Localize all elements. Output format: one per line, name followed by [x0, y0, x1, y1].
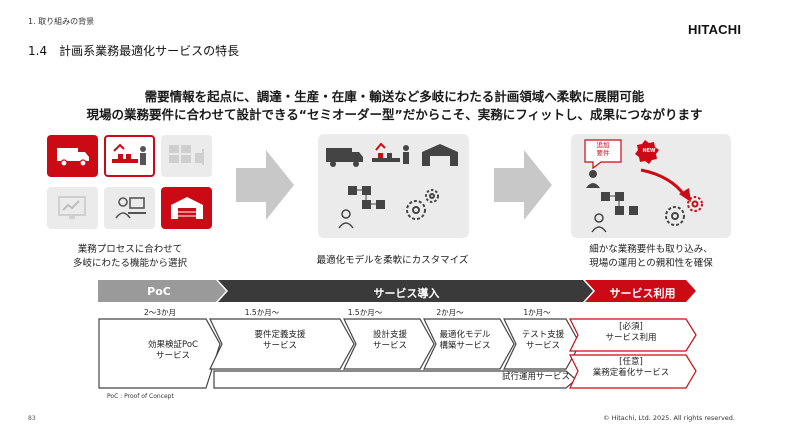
poc-footnote: PoC : Proof of Concept	[107, 393, 174, 400]
stage-required-shape	[569, 318, 697, 352]
phase-use-shape	[585, 280, 696, 302]
additional-requirement-line-1: 追加	[596, 141, 610, 149]
flowchart-icon	[348, 186, 385, 209]
flowchart-icon	[601, 192, 638, 215]
model-icons	[326, 142, 458, 229]
stage-test-shape	[503, 318, 581, 370]
gears-icon	[665, 196, 703, 226]
middle-caption: 最適化モデルを柔軟にカスタマイズ	[316, 255, 469, 266]
right-caption: 細かな業務要件も取り込み、 現場の運用との親和性を確保	[551, 243, 751, 271]
stage-poc: 効果検証PoC サービス	[128, 340, 218, 363]
new-badge-icon	[635, 140, 659, 164]
truck-icon	[326, 148, 363, 167]
person-icon	[586, 170, 600, 188]
stage-requirements-shape	[209, 318, 355, 370]
headline-line-2: 現場の業務要件に合わせて設計できる“セミオーダー型”だからこそ、実務にフィットし…	[86, 107, 703, 122]
phase-poc: PoC	[147, 285, 171, 298]
phase-use: サービス利用	[609, 287, 676, 300]
stage-design-shape	[343, 318, 435, 370]
page-number: 83	[28, 415, 36, 422]
stage-optional-line-2: 業務定着化サービス	[592, 368, 670, 379]
phase-intro: サービス導入	[373, 287, 440, 300]
stage-required-line-1: [必須]	[619, 322, 643, 332]
stage-required: [必須] サービス利用	[578, 322, 684, 345]
truck-tile	[47, 135, 98, 177]
stage-model-shape	[423, 318, 515, 370]
flow-arrow-2	[494, 150, 552, 220]
left-caption-line-1: 業務プロセスに合わせて	[77, 244, 183, 255]
stage-requirements-line-2: サービス	[262, 341, 297, 352]
warehouse-tile	[161, 187, 212, 229]
duration-model: 2か月～	[436, 308, 464, 317]
warehouse-icon	[422, 144, 458, 166]
gears-icon	[406, 189, 439, 220]
left-caption: 業務プロセスに合わせて 多岐にわたる機能から選択	[30, 243, 230, 271]
operator-pc-icon	[114, 197, 146, 219]
hitachi-logo: HITACHI	[688, 22, 742, 37]
stage-model-line-2: 構築サービス	[439, 341, 491, 352]
production-line-tile	[104, 135, 155, 177]
right-caption-line-1: 細かな業務要件も取り込み、	[589, 244, 713, 255]
stage-required-line-2: サービス利用	[605, 333, 657, 344]
warehouse-shelf-tile	[161, 135, 212, 177]
breadcrumb: 1. 取り組みの背景	[28, 17, 95, 26]
dashboard-icon	[57, 196, 86, 219]
truck-icon	[56, 148, 89, 167]
duration-poc: 2～3か月	[143, 308, 177, 317]
new-badge: NEW	[642, 148, 656, 154]
left-caption-line-2: 多岐にわたる機能から選択	[72, 257, 187, 269]
forklift-shelf-icon	[168, 145, 204, 165]
requirement-panel: 追加 要件 NEW	[571, 134, 731, 238]
requirement-icons	[584, 139, 703, 233]
stage-trial: 試行運用サービス	[501, 372, 570, 382]
stage-flow	[98, 318, 697, 389]
flow-arrow-1	[236, 150, 294, 220]
stage-test-line-1: テスト支援	[521, 330, 565, 340]
duration-design: 1.5か月～	[347, 308, 383, 317]
additional-requirement-label: 追加 要件	[591, 141, 615, 158]
phase-intro-shape	[218, 280, 593, 302]
warehouse-icon	[170, 197, 203, 219]
person-icon-2	[591, 213, 607, 233]
production-line-icon	[372, 142, 409, 164]
dashboard-tile	[47, 187, 98, 229]
stage-optional: [任意] 業務定着化サービス	[578, 357, 684, 380]
stage-optional-line-1: [任意]	[619, 357, 643, 367]
stage-design-line-1: 設計支援	[372, 330, 407, 340]
person-icon	[338, 209, 354, 229]
headline-line-1: 需要情報を起点に、調達・生産・在庫・輸送など多岐にわたる計画領域へ柔軟に展開可能	[144, 89, 645, 104]
stage-test-line-2: サービス	[525, 341, 560, 352]
copyright: © Hitachi, Ltd. 2025. All rights reserve…	[603, 414, 735, 422]
stage-poc-line-2: サービス	[155, 351, 190, 362]
stage-design: 設計支援 サービス	[350, 330, 430, 353]
phase-bar	[98, 280, 696, 302]
duration-requirements: 1.5か月～	[244, 308, 280, 317]
stage-model-line-1: 最適化モデル	[439, 330, 491, 340]
factory-line-icon	[111, 143, 146, 165]
stage-test: テスト支援 サービス	[508, 330, 578, 353]
additional-requirement-line-2: 要件	[596, 148, 610, 157]
right-caption-line-2: 現場の運用との親和性を確保	[589, 257, 713, 269]
page-title: 1.4 計画系業務最適化サービスの特長	[28, 44, 240, 58]
stage-model: 最適化モデル 構築サービス	[425, 330, 505, 353]
stage-poc-line-1: 効果検証PoC	[148, 340, 198, 350]
stage-requirements-line-1: 要件定義支援	[254, 330, 306, 340]
duration-test: 1か月～	[523, 308, 551, 317]
stage-trial-shape	[213, 370, 577, 389]
model-panel	[318, 134, 469, 238]
phase-poc-shape	[98, 280, 226, 302]
stage-design-line-2: サービス	[372, 341, 407, 352]
stage-optional-shape	[569, 354, 697, 389]
operator-tile	[104, 187, 155, 229]
stage-requirements: 要件定義支援 サービス	[225, 330, 335, 353]
